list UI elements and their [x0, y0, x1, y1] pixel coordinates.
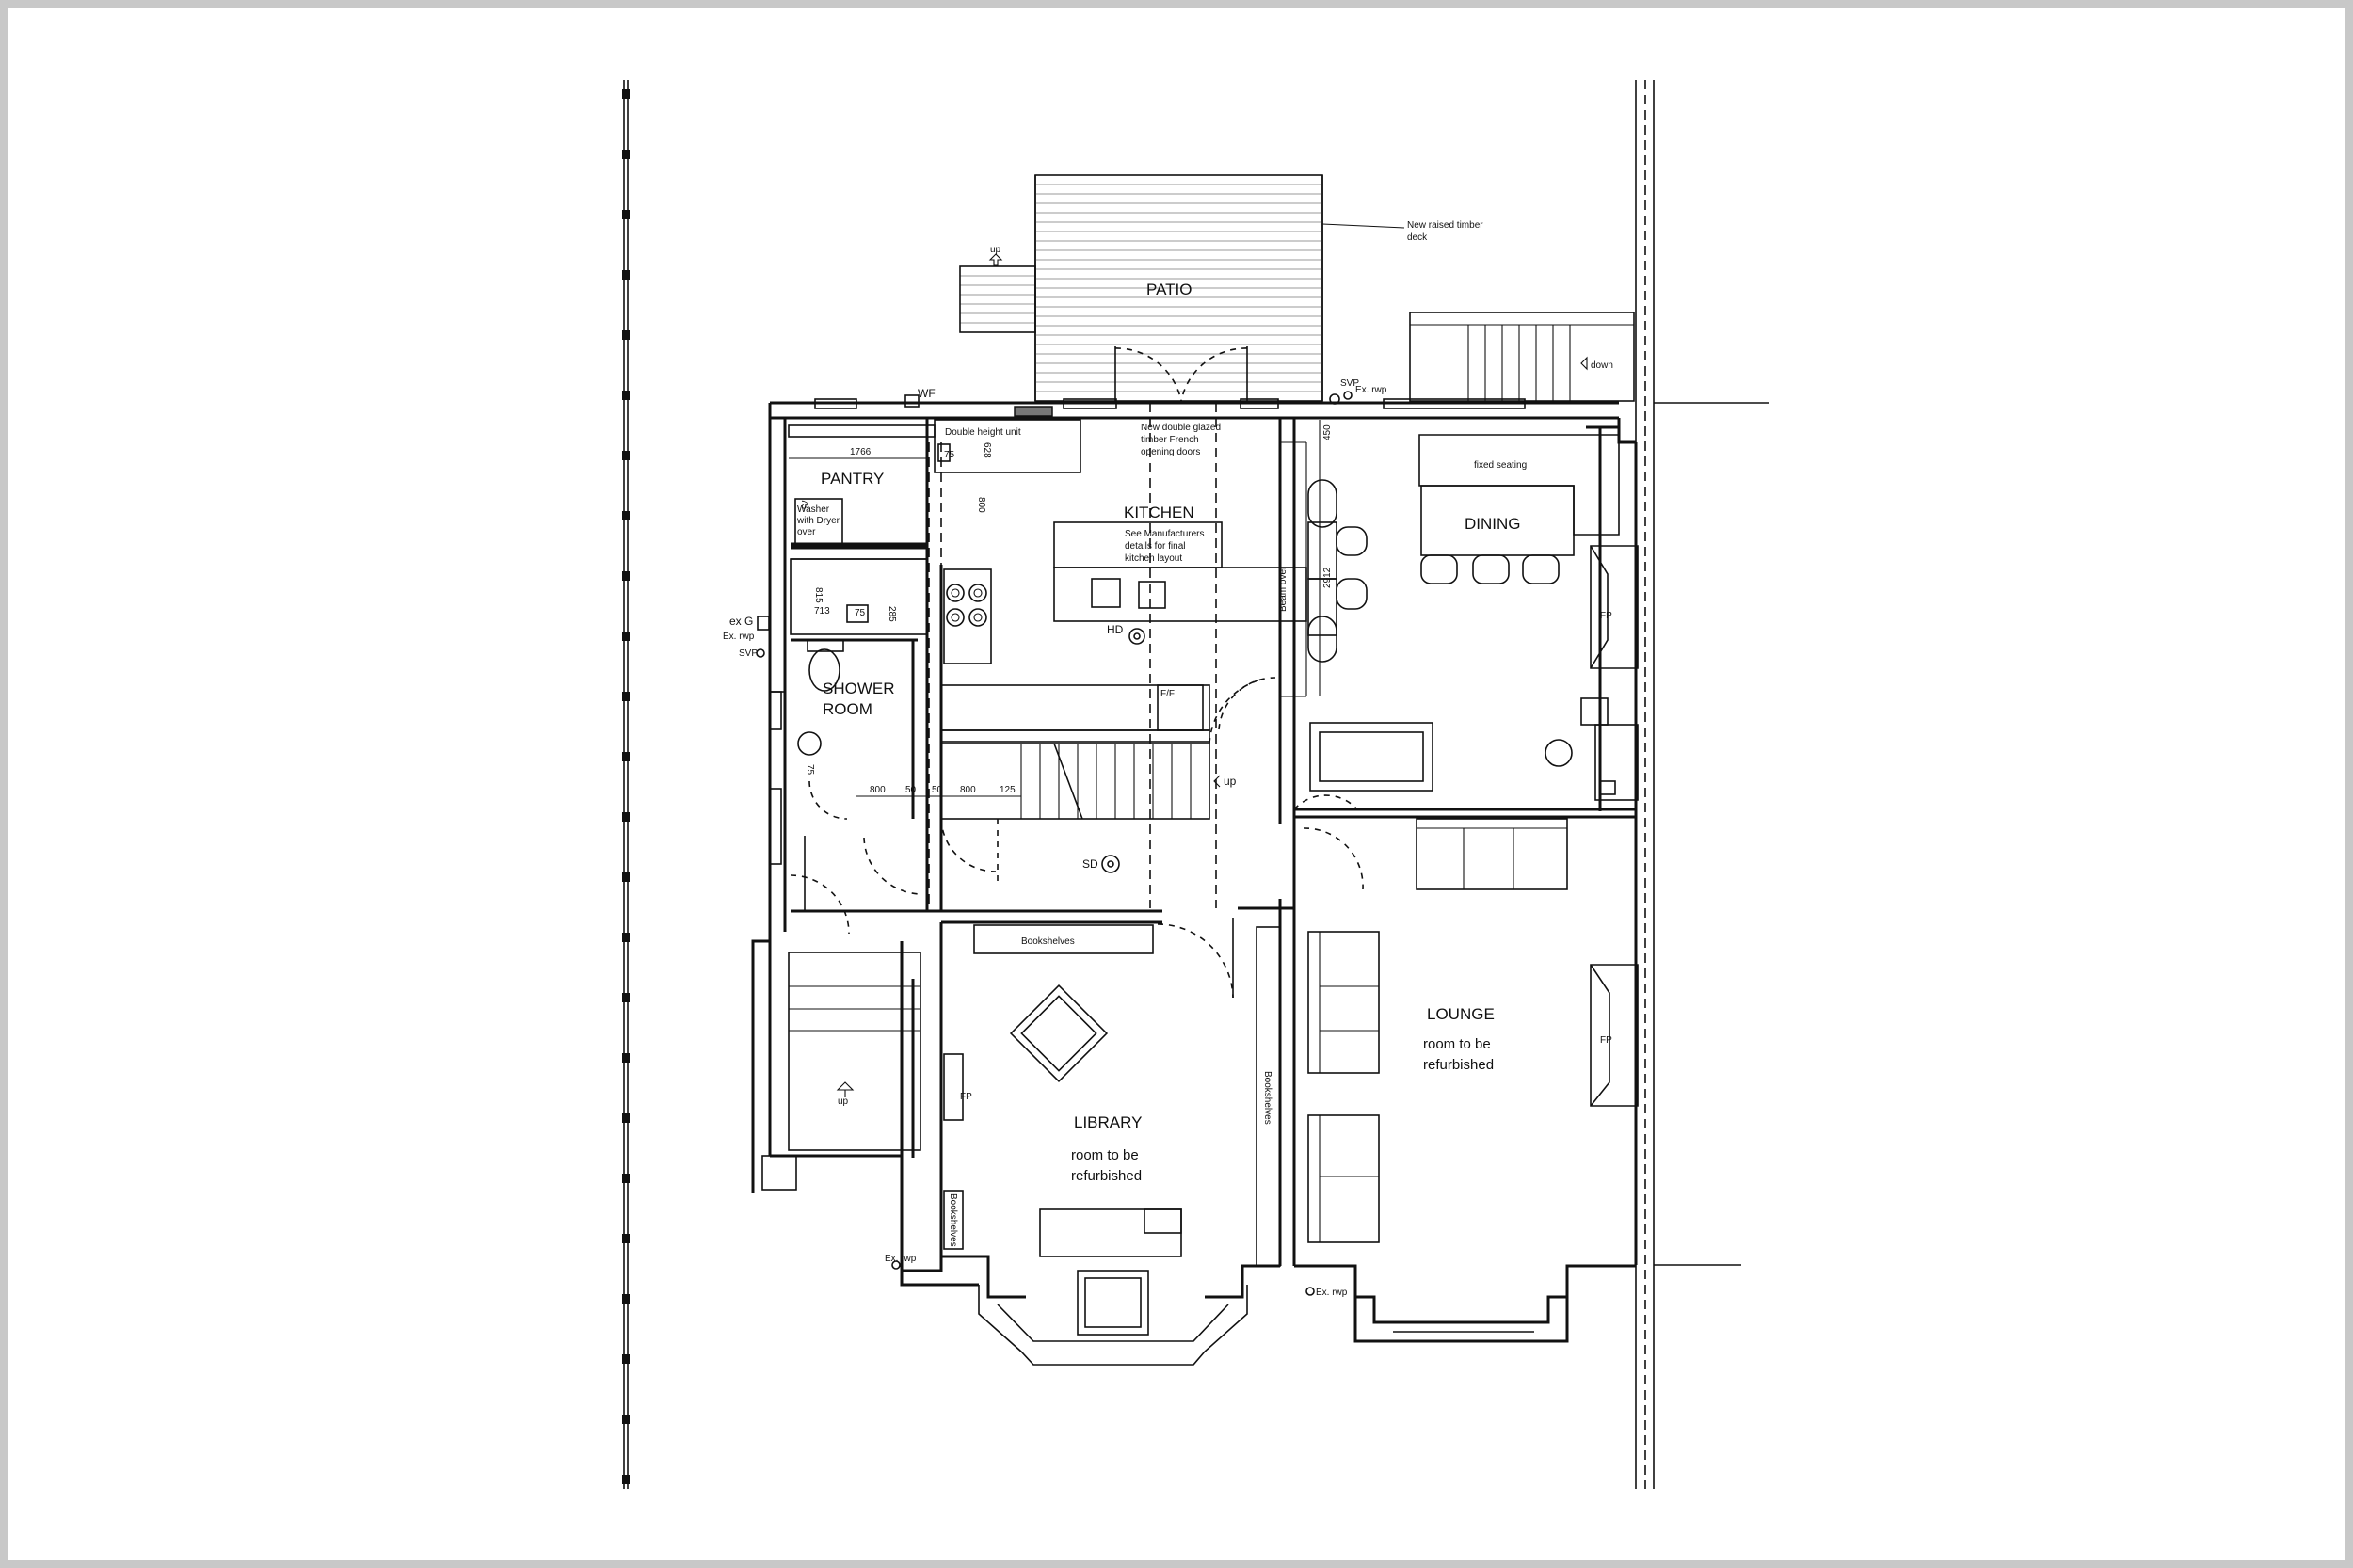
manufacturers-note-line1: See Manufacturers — [1125, 529, 1205, 539]
dim-2912: 2912 — [1322, 567, 1333, 588]
up-arrow-stairs-icon — [1213, 775, 1221, 788]
wf-label: WF — [918, 387, 936, 400]
double-height-unit-label: Double height unit — [945, 427, 1021, 438]
svp-label-left: SVP — [739, 648, 758, 659]
fp-label-dining: FP — [1600, 611, 1612, 621]
right-boundary — [1635, 80, 1769, 1489]
room-label-lounge: LOUNGE — [1427, 1005, 1495, 1023]
symbols: WF SVP Ex. rwp ex G Ex. rwp SVP HD SD F/… — [723, 245, 1613, 1298]
dim-75-pantry: 75 — [944, 450, 955, 460]
entrance-steps — [761, 952, 921, 1191]
dim-75-washer: 75 — [799, 499, 809, 510]
pantry — [788, 419, 1081, 635]
dim-815: 815 — [813, 587, 824, 603]
room-label-pantry: PANTRY — [821, 470, 884, 488]
ex-rwp-label-lounge: Ex. rwp — [1316, 1288, 1348, 1298]
dining — [1293, 434, 1639, 810]
sd-label: SD — [1082, 857, 1098, 871]
dim-50-left: 50 — [905, 785, 917, 795]
dim-800-shower: 800 — [870, 785, 886, 795]
lounge — [1307, 818, 1639, 1243]
ex-rwp-label-rear: Ex. rwp — [1355, 385, 1387, 395]
library-refurb-line2: refurbished — [1071, 1168, 1142, 1184]
dim-285: 285 — [887, 606, 897, 622]
dim-50-right: 50 — [932, 785, 943, 795]
patio-deck — [959, 174, 1405, 402]
room-label-shower-line1: SHOWER — [823, 680, 895, 697]
manufacturers-note-line2: details for final — [1125, 541, 1185, 552]
ex-rwp-label-library: Ex. rwp — [885, 1254, 917, 1264]
manufacturers-note-line3: kitchen layout — [1125, 553, 1182, 564]
dim-800-pantry: 800 — [976, 497, 986, 513]
french-doors-line2: timber French — [1141, 435, 1199, 445]
hd-label: HD — [1107, 623, 1124, 636]
dim-713: 713 — [814, 606, 830, 616]
room-label-library: LIBRARY — [1074, 1113, 1142, 1131]
annotations: New raised timber deck New double glazed… — [796, 220, 1527, 1247]
room-label-patio: PATIO — [1146, 280, 1193, 298]
ex-rwp-label-left: Ex. rwp — [723, 632, 755, 642]
side-steps — [1409, 312, 1635, 402]
dim-1766: 1766 — [850, 447, 872, 457]
deck-note-line2: deck — [1407, 232, 1428, 243]
up-label-entrance: up — [838, 1096, 849, 1107]
french-doors-line3: opening doors — [1141, 447, 1200, 457]
washer-line3: over — [797, 527, 816, 537]
svp-label-rear: SVP — [1340, 378, 1359, 389]
washer-line1: Washer — [797, 504, 830, 515]
ex-g-label: ex G — [729, 615, 753, 628]
library-refurb-line1: room to be — [1071, 1147, 1139, 1163]
deck-note-line1: New raised timber — [1407, 220, 1483, 231]
bookshelves-label-left: Bookshelves — [948, 1193, 958, 1247]
french-doors-line1: New double glazed — [1141, 423, 1221, 433]
dim-800-hall: 800 — [960, 785, 976, 795]
room-label-kitchen: KITCHEN — [1124, 504, 1194, 521]
lounge-refurb-line1: room to be — [1423, 1036, 1491, 1052]
fp-label-lounge: FP — [1600, 1035, 1612, 1046]
dim-75-shower: 75 — [855, 608, 866, 618]
library — [943, 918, 1281, 1336]
bookshelves-label-right: Bookshelves — [1262, 1071, 1273, 1125]
dimensions: 1766 628 75 800 75 815 713 75 285 75 800… — [795, 420, 1333, 797]
dim-75-corridor: 75 — [805, 764, 815, 776]
staircase — [790, 679, 1364, 935]
washer-line2: with Dryer — [796, 516, 840, 526]
fixed-seating-label: fixed seating — [1474, 460, 1527, 471]
shower-room-fixtures — [769, 639, 848, 865]
down-label: down — [1591, 360, 1613, 371]
room-label-shower-line2: ROOM — [823, 700, 872, 718]
room-labels: PATIO PANTRY KITCHEN DINING SHOWER ROOM … — [821, 280, 1521, 1184]
left-boundary-fence — [622, 80, 630, 1489]
dim-125: 125 — [1000, 785, 1016, 795]
dim-450: 450 — [1322, 424, 1333, 440]
room-label-dining: DINING — [1465, 515, 1521, 533]
beam-over-label: Beam over — [1278, 566, 1289, 612]
up-label-stairs: up — [1224, 775, 1237, 788]
dim-628: 628 — [982, 442, 992, 458]
ff-label: F/F — [1160, 689, 1175, 699]
bookshelves-label-top: Bookshelves — [1021, 936, 1075, 947]
rear-windows — [814, 394, 1526, 417]
lounge-refurb-line2: refurbished — [1423, 1057, 1494, 1073]
fp-label-library: FP — [960, 1092, 972, 1102]
up-label-patio: up — [990, 245, 1001, 255]
up-arrow-patio-icon — [988, 253, 1003, 266]
kitchen — [928, 403, 1307, 908]
